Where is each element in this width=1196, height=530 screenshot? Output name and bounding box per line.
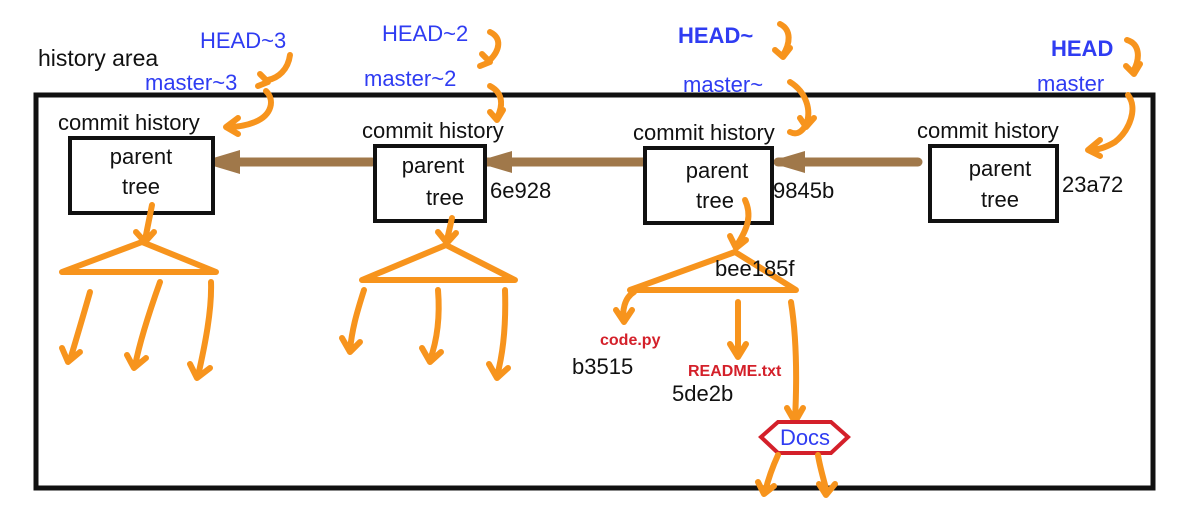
commit-history-label-1: commit history	[58, 110, 200, 135]
tree-label-1: tree	[122, 174, 160, 199]
tree-1-branch-b	[124, 279, 163, 371]
ref-branch-4: master	[1037, 71, 1104, 96]
docs-branch-left	[755, 452, 781, 497]
commit-history-label-2: commit history	[362, 118, 504, 143]
tree-2	[339, 215, 518, 381]
parent-links	[200, 150, 923, 174]
tree-3-triangle	[627, 249, 799, 293]
docs-folder: Docs	[755, 420, 851, 498]
tree-label-3: tree	[696, 188, 734, 213]
ref-arrow-2a	[477, 29, 502, 69]
ref-branch-2: master~2	[364, 66, 456, 91]
tree-2-triangle	[359, 242, 518, 283]
ref-head-2: HEAD~2	[382, 21, 468, 46]
commit-history-label-4: commit history	[917, 118, 1059, 143]
commit-3: commit history parent tree 9845b HEAD~ m…	[633, 23, 834, 225]
parent-label-4: parent	[969, 156, 1031, 181]
ref-arrows	[223, 21, 1143, 159]
parent-link-arrowhead-2	[475, 151, 512, 173]
commit-history-label-3: commit history	[633, 120, 775, 145]
tree-2-branch-c	[486, 287, 511, 381]
parent-link-arrowhead-3	[768, 151, 805, 173]
arrow-to-readme	[727, 299, 749, 360]
commit-hash-2: 6e928	[490, 178, 551, 203]
tree-1-branch-c	[187, 279, 215, 381]
arrow-to-docs	[784, 299, 806, 425]
docs-branch-right	[815, 452, 838, 498]
commit-hash-4: 23a72	[1062, 172, 1123, 197]
ref-arrow-3b	[787, 79, 817, 137]
ref-branch-1: master~3	[145, 70, 237, 95]
commit-hash-3: 9845b	[773, 178, 834, 203]
parent-label-1: parent	[110, 144, 172, 169]
file-hash-readme: 5de2b	[672, 381, 733, 406]
commit-2: commit history parent tree 6e928 HEAD~2 …	[362, 21, 551, 223]
arrow-to-code	[613, 289, 637, 325]
tree-2-branch-a	[339, 287, 367, 355]
ref-head-3: HEAD~	[678, 23, 753, 48]
ref-arrow-4b	[1085, 92, 1136, 159]
tree-hash: bee185f	[715, 256, 795, 281]
file-hash-code: b3515	[572, 354, 633, 379]
ref-head-4: HEAD	[1051, 36, 1113, 61]
tree-label-2: tree	[426, 185, 464, 210]
ref-arrow-4a	[1123, 37, 1143, 77]
tree-1	[59, 202, 219, 381]
ref-head-1: HEAD~3	[200, 28, 286, 53]
history-area-frame	[33, 92, 1156, 491]
tree-label-4: tree	[981, 187, 1019, 212]
tree-2-branch-b	[419, 287, 444, 365]
commit-box-4	[928, 144, 1059, 223]
ref-arrow-2b	[487, 83, 506, 123]
file-name-code: code.py	[600, 332, 661, 349]
tree-1-branch-a	[59, 289, 93, 365]
commit-box-1	[68, 136, 215, 215]
ref-branch-3: master~	[683, 72, 763, 97]
tree-1-triangle	[59, 239, 219, 275]
parent-link-arrowhead-1	[200, 150, 240, 174]
docs-label: Docs	[780, 425, 830, 450]
parent-label-2: parent	[402, 153, 464, 178]
commit-box-2	[373, 144, 487, 223]
commit-4: commit history parent tree 23a72 HEAD ma…	[917, 36, 1123, 223]
file-name-readme: README.txt	[688, 363, 782, 380]
tree-3-stem	[727, 197, 752, 251]
ref-arrow-1b	[223, 88, 274, 137]
ref-arrow-1a	[255, 52, 293, 89]
commit-1: commit history parent tree HEAD~3 master…	[58, 28, 286, 215]
parent-label-3: parent	[686, 158, 748, 183]
history-area-label: history area	[38, 45, 158, 71]
ref-arrow-3a	[772, 21, 793, 60]
tree-3: bee185f	[613, 197, 806, 425]
